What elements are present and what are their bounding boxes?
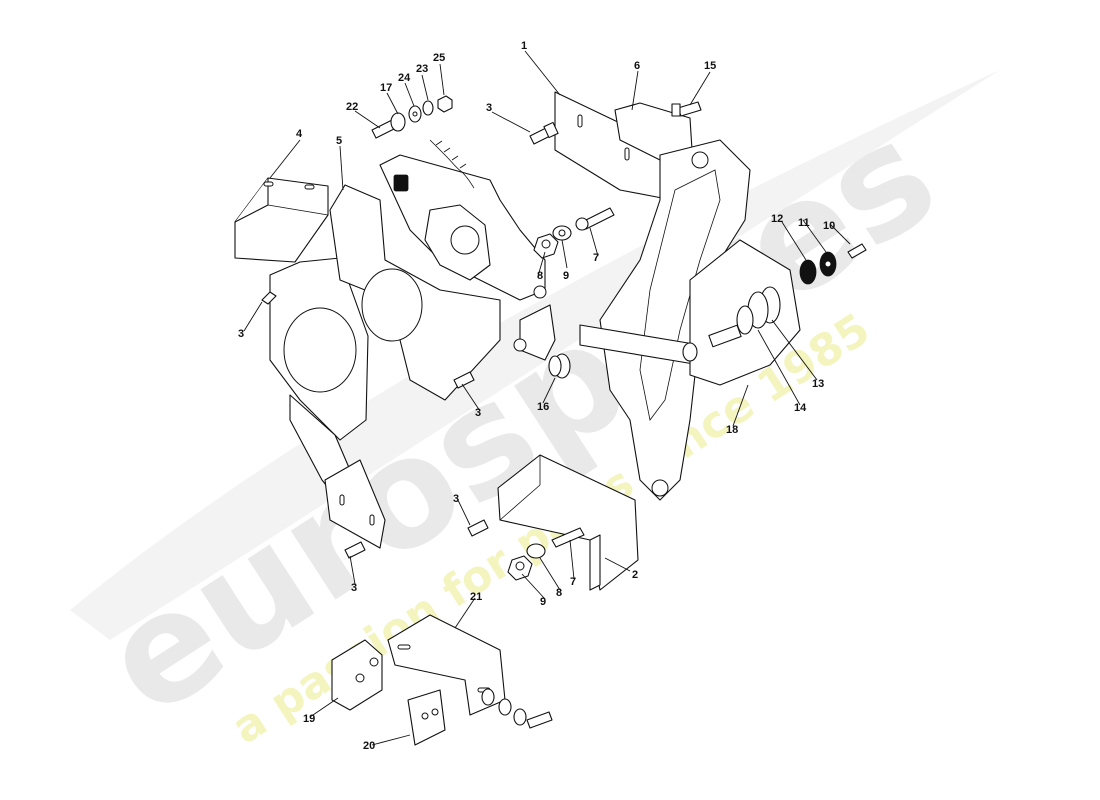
callout-19: 19 [303, 713, 315, 725]
bolt-3-b [261, 291, 277, 305]
callout-7-lower: 7 [570, 576, 576, 588]
fasteners-7-8-9-lower [507, 527, 585, 581]
callout-3-mid: 3 [475, 407, 481, 419]
part-13-14-pulleys [682, 286, 781, 362]
callout-11: 11 [798, 217, 810, 229]
bolt-3-a [529, 121, 559, 145]
fasteners-21 [481, 688, 553, 729]
callout-4: 4 [296, 128, 303, 140]
bolt-3-c [453, 371, 475, 389]
callout-9-lower: 9 [540, 596, 546, 608]
part-4-bracket [234, 177, 329, 263]
bolt-3-d [467, 519, 489, 537]
part-20-plate [407, 689, 446, 746]
callout-21: 21 [470, 591, 482, 603]
leader-lines [243, 50, 851, 746]
spring-mechanism [379, 139, 556, 361]
callout-3-top: 3 [486, 102, 492, 114]
callout-8-upper: 8 [537, 270, 543, 282]
callout-9-upper: 9 [563, 270, 569, 282]
callout-25: 25 [433, 52, 445, 64]
callout-13: 13 [812, 378, 824, 390]
callout-10: 10 [823, 220, 835, 232]
watermark-brand: eurospares [75, 88, 965, 750]
callout-22: 22 [346, 101, 358, 113]
callout-1: 1 [521, 40, 527, 52]
bolt-3-e [344, 541, 366, 559]
part-10-11-12-washers [799, 243, 867, 285]
callout-12: 12 [771, 213, 783, 225]
callout-labels: 1 6 15 3 4 5 17 24 23 25 22 3 3 16 9 7 8… [238, 40, 835, 752]
part-19-plate [331, 639, 383, 711]
part-5-pedal-plate [269, 184, 501, 549]
callout-17: 17 [380, 82, 392, 94]
watermark: eurospares a passion for parts since 198… [70, 70, 1000, 754]
callout-6: 6 [634, 60, 640, 72]
callout-14: 14 [794, 402, 807, 414]
callout-8-lower: 8 [556, 587, 562, 599]
callout-3-left: 3 [238, 328, 244, 340]
fasteners-17-22-25 [371, 95, 453, 139]
callout-16: 16 [537, 401, 549, 413]
callout-23: 23 [416, 63, 428, 75]
callout-2: 2 [632, 569, 638, 581]
part-16-roller [548, 353, 571, 379]
callout-18: 18 [726, 424, 738, 436]
callout-3-lower-left: 3 [351, 582, 357, 594]
part-15-bolt [671, 101, 702, 117]
callout-20: 20 [363, 740, 375, 752]
callout-15: 15 [704, 60, 716, 72]
callout-5: 5 [336, 135, 342, 147]
callout-3-lower-mid: 3 [453, 493, 459, 505]
fasteners-7-8-9-upper [533, 207, 615, 259]
part-2-bracket [497, 454, 639, 591]
callout-7-upper: 7 [593, 252, 599, 264]
callout-24: 24 [398, 72, 411, 84]
